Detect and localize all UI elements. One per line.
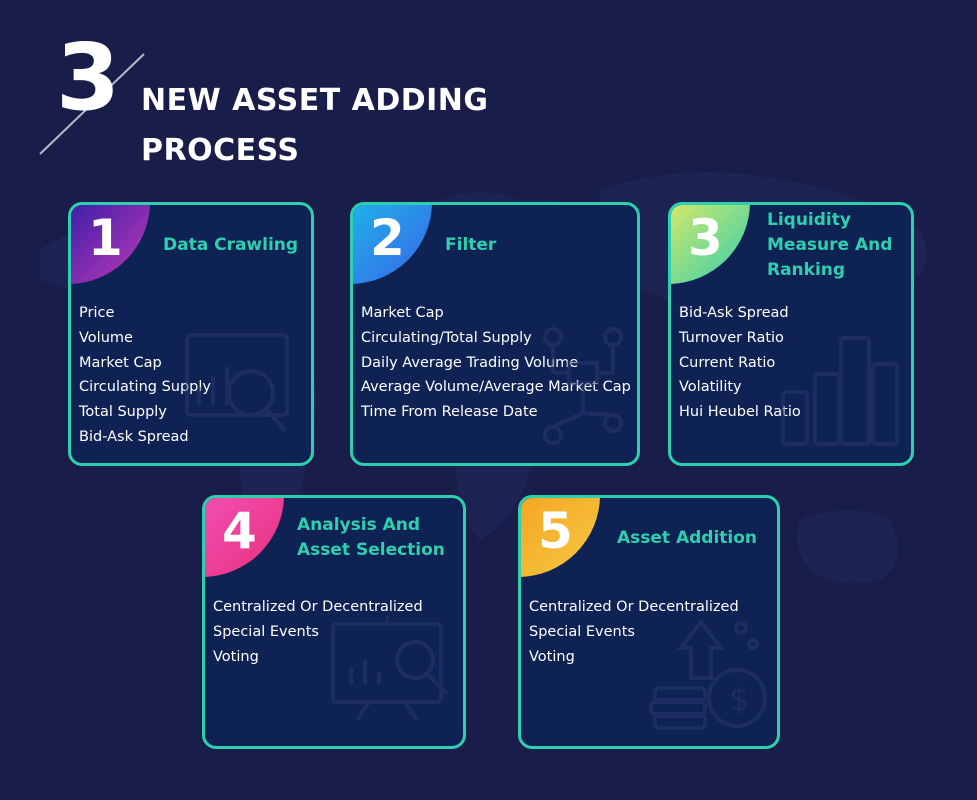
list-item: Time From Release Date xyxy=(361,404,538,421)
step-card-filter: 2 Filter Market Cap Circulating/Total Su… xyxy=(350,202,640,466)
magnifier-chart-icon xyxy=(185,333,289,433)
list-item: Voting xyxy=(529,648,575,665)
step-title-line: Data Crawling xyxy=(163,235,299,255)
list-item: Average Volume/Average Market Cap xyxy=(361,379,631,396)
list-item: Circulating Supply xyxy=(79,379,212,396)
criteria-list: Price Volume Market Cap Circulating Supp… xyxy=(79,301,211,450)
step-title-line: Ranking xyxy=(767,260,846,280)
list-item: Volatility xyxy=(679,379,742,396)
step-number: 4 xyxy=(222,502,257,560)
header: 3 NEW ASSET ADDING PROCESS xyxy=(0,0,977,190)
step-title: Asset Addition xyxy=(617,526,757,551)
list-item: Volume xyxy=(79,329,133,346)
list-item: Special Events xyxy=(529,623,635,640)
step-card-analysis: 4 Analysis And Asset Selection Centraliz… xyxy=(202,495,466,749)
criteria-list: Market Cap Circulating/Total Supply Dail… xyxy=(361,301,631,425)
list-item: Circulating/Total Supply xyxy=(361,329,532,346)
list-item: Bid-Ask Spread xyxy=(79,428,189,445)
step-badge: 2 xyxy=(353,205,432,284)
step-title: Filter xyxy=(445,233,496,258)
step-title-line: Analysis And xyxy=(297,515,421,535)
page-title: NEW ASSET ADDING PROCESS xyxy=(141,76,521,176)
step-title-line: Measure And xyxy=(767,235,893,255)
coins-growth-icon: $ xyxy=(649,618,767,730)
list-item: Bid-Ask Spread xyxy=(679,305,789,321)
step-card-asset-addition: 5 Asset Addition Centralized Or Decentra… xyxy=(518,495,780,749)
presentation-analysis-icon xyxy=(331,616,449,722)
criteria-list: Centralized Or Decentralized Special Eve… xyxy=(213,595,423,669)
bar-chart-icon xyxy=(781,336,899,446)
title-line-1: NEW ASSET ADDING xyxy=(141,83,489,118)
list-item: Price xyxy=(79,305,115,321)
step-title-line: Liquidity xyxy=(767,210,851,230)
list-item: Market Cap xyxy=(79,354,162,371)
slash-decoration-icon xyxy=(39,53,145,155)
step-number: 3 xyxy=(688,209,723,267)
list-item: Voting xyxy=(213,648,259,665)
step-title-line: Asset Selection xyxy=(297,540,445,560)
list-item: Total Supply xyxy=(79,404,167,421)
step-number: 1 xyxy=(88,209,123,267)
list-item: Hui Heubel Ratio xyxy=(679,404,801,421)
list-item: Centralized Or Decentralized xyxy=(213,599,423,615)
process-number: 3 xyxy=(56,24,120,131)
list-item: Special Events xyxy=(213,623,319,640)
step-number: 5 xyxy=(538,502,573,560)
step-badge: 3 xyxy=(671,205,750,284)
step-title-line: Filter xyxy=(445,235,497,255)
list-item: Centralized Or Decentralized xyxy=(529,599,739,615)
step-card-data-crawling: 1 Data Crawling Price Volume Market Cap … xyxy=(68,202,314,466)
list-item: Market Cap xyxy=(361,305,444,321)
step-title: Data Crawling xyxy=(163,233,298,258)
list-item: Current Ratio xyxy=(679,354,776,371)
step-title-line: Asset Addition xyxy=(617,528,758,548)
list-item: Daily Average Trading Volume xyxy=(361,354,579,371)
title-line-2: PROCESS xyxy=(141,133,300,168)
step-badge: 5 xyxy=(521,498,600,577)
step-title: Liquidity Measure And Ranking xyxy=(767,208,892,283)
step-badge: 4 xyxy=(205,498,284,577)
step-number: 2 xyxy=(370,209,405,267)
list-item: Turnover Ratio xyxy=(679,329,784,346)
step-card-liquidity: 3 Liquidity Measure And Ranking Bid-Ask … xyxy=(668,202,914,466)
step-badge: 1 xyxy=(71,205,150,284)
flowchart-icon xyxy=(543,327,623,445)
criteria-list: Bid-Ask Spread Turnover Ratio Current Ra… xyxy=(679,301,801,425)
criteria-list: Centralized Or Decentralized Special Eve… xyxy=(529,595,739,669)
svg-text:$: $ xyxy=(729,680,749,718)
step-title: Analysis And Asset Selection xyxy=(297,513,445,563)
